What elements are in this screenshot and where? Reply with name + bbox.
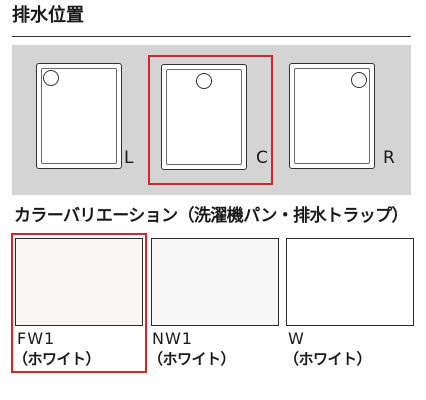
pan-inner-outline bbox=[294, 68, 370, 164]
color-swatch bbox=[151, 238, 279, 326]
drain-hole-icon bbox=[196, 73, 212, 89]
drain-option-label: L bbox=[124, 148, 134, 168]
drain-option-l[interactable]: L bbox=[24, 55, 149, 185]
color-code: W bbox=[288, 329, 305, 348]
drain-position-heading: 排水位置 bbox=[12, 5, 84, 26]
color-option-fw1[interactable]: FW1 （ホワイト） bbox=[11, 233, 147, 373]
color-swatch bbox=[286, 238, 414, 326]
pan-inner-outline bbox=[166, 69, 242, 165]
drain-option-label: R bbox=[383, 148, 395, 168]
drain-position-panel: L C R bbox=[12, 45, 411, 195]
washer-pan-diagram bbox=[289, 63, 375, 169]
color-option-nw1[interactable]: NW1 （ホワイト） bbox=[148, 233, 282, 373]
color-name: （ホワイト） bbox=[13, 350, 101, 368]
drain-hole-icon bbox=[351, 72, 367, 88]
pan-inner-outline bbox=[41, 68, 117, 164]
color-swatch bbox=[15, 238, 143, 326]
washer-pan-diagram bbox=[161, 64, 247, 170]
color-code: FW1 bbox=[17, 329, 56, 348]
color-code: NW1 bbox=[152, 329, 193, 348]
drain-option-r[interactable]: R bbox=[277, 55, 402, 185]
washer-pan-diagram bbox=[36, 63, 122, 169]
drain-hole-icon bbox=[43, 70, 59, 86]
drain-option-c[interactable]: C bbox=[148, 55, 273, 185]
color-variation-heading: カラーバリエーション（洗濯機パン・排水トラップ） bbox=[14, 206, 409, 226]
color-option-w[interactable]: W （ホワイト） bbox=[284, 233, 416, 373]
color-name: （ホワイト） bbox=[148, 350, 236, 368]
color-name: （ホワイト） bbox=[284, 350, 372, 368]
drain-option-label: C bbox=[256, 148, 268, 168]
section-divider bbox=[12, 36, 411, 37]
